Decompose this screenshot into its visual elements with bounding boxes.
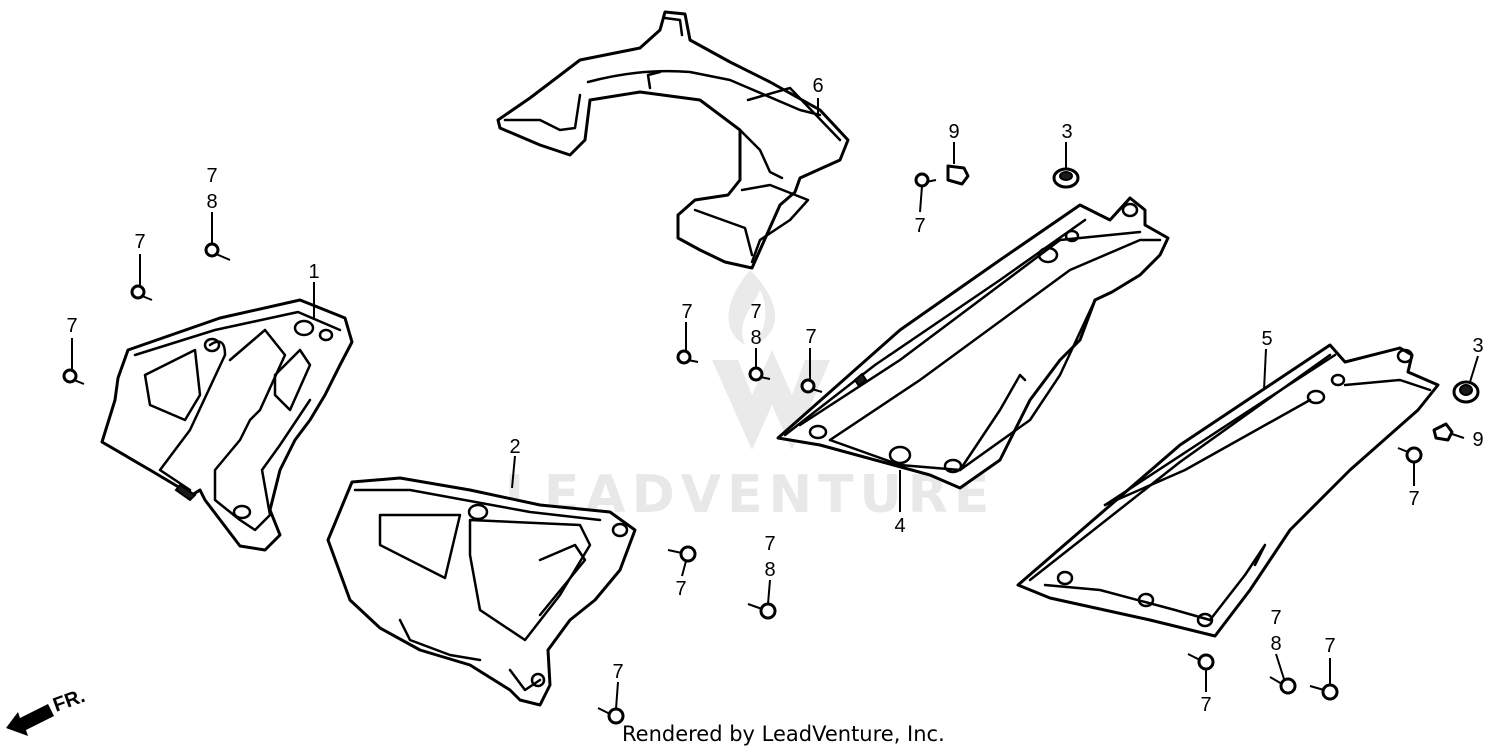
screw-m[interactable] bbox=[1269, 676, 1297, 695]
front-label: FR. bbox=[50, 685, 88, 717]
callout-3-top: 3 bbox=[1061, 121, 1072, 143]
screw-h[interactable] bbox=[1397, 446, 1423, 464]
callout-3-right: 3 bbox=[1472, 335, 1483, 357]
collar-9-right[interactable] bbox=[1432, 422, 1454, 442]
screw-j[interactable] bbox=[747, 602, 777, 620]
callouts: 1 2 6 5 4 3 3 9 9 7 8 7 8 7 8 7 8 7 7 7 … bbox=[66, 75, 1483, 716]
grommet-3-right[interactable] bbox=[1452, 380, 1480, 404]
screw-c[interactable] bbox=[62, 368, 85, 385]
callout-7-stack-c: 7 bbox=[764, 533, 775, 555]
callout-8-stack-d: 8 bbox=[1270, 633, 1281, 655]
render-credit: Rendered by LeadVenture, Inc. bbox=[622, 722, 945, 746]
callout-7-i: 7 bbox=[1200, 694, 1211, 716]
part-4-cover[interactable] bbox=[776, 196, 1170, 490]
callout-4: 4 bbox=[894, 515, 905, 537]
callout-8-stack-a: 8 bbox=[206, 191, 217, 213]
part-1-cover[interactable] bbox=[100, 298, 354, 552]
grommet-3-top[interactable] bbox=[1052, 167, 1080, 189]
callout-8-stack-b: 8 bbox=[750, 327, 761, 349]
screw-e[interactable] bbox=[676, 349, 699, 365]
callout-7-stack-a: 7 bbox=[206, 165, 217, 187]
part-5-cover[interactable] bbox=[1016, 343, 1440, 638]
callout-7-a: 7 bbox=[134, 231, 145, 253]
screw-d[interactable] bbox=[914, 172, 937, 188]
callout-9-top: 9 bbox=[948, 121, 959, 143]
callout-9-right: 9 bbox=[1472, 429, 1483, 451]
part-2-cover[interactable] bbox=[326, 476, 637, 707]
front-arrow-icon bbox=[6, 704, 54, 736]
screw-b[interactable] bbox=[130, 284, 153, 301]
callout-7-j: 7 bbox=[1324, 635, 1335, 657]
screw-n[interactable] bbox=[1309, 683, 1339, 701]
part-6-cover[interactable] bbox=[496, 10, 850, 270]
front-direction-indicator: FR. bbox=[6, 685, 88, 736]
callout-7-e: 7 bbox=[805, 326, 816, 348]
callout-7-c: 7 bbox=[914, 215, 925, 237]
screw-l[interactable] bbox=[1187, 653, 1215, 671]
callout-7-stack-b: 7 bbox=[750, 301, 761, 323]
callout-7-d: 7 bbox=[681, 301, 692, 323]
screw-k[interactable] bbox=[597, 707, 625, 725]
callout-7-h: 7 bbox=[612, 661, 623, 683]
callout-7-g: 7 bbox=[675, 578, 686, 600]
callout-leaders bbox=[71, 98, 1479, 710]
callout-5: 5 bbox=[1261, 328, 1272, 350]
callout-6: 6 bbox=[812, 75, 823, 97]
callout-1: 1 bbox=[308, 261, 319, 283]
collar-9-top[interactable] bbox=[946, 164, 970, 186]
callout-7-stack-d: 7 bbox=[1270, 607, 1281, 629]
callout-2: 2 bbox=[509, 436, 520, 458]
screw-a[interactable] bbox=[204, 242, 231, 261]
callout-8-stack-c: 8 bbox=[764, 559, 775, 581]
callout-7-f: 7 bbox=[1408, 488, 1419, 510]
callout-7-b: 7 bbox=[66, 315, 77, 337]
screw-i[interactable] bbox=[667, 545, 697, 563]
screw-g[interactable] bbox=[800, 378, 823, 394]
